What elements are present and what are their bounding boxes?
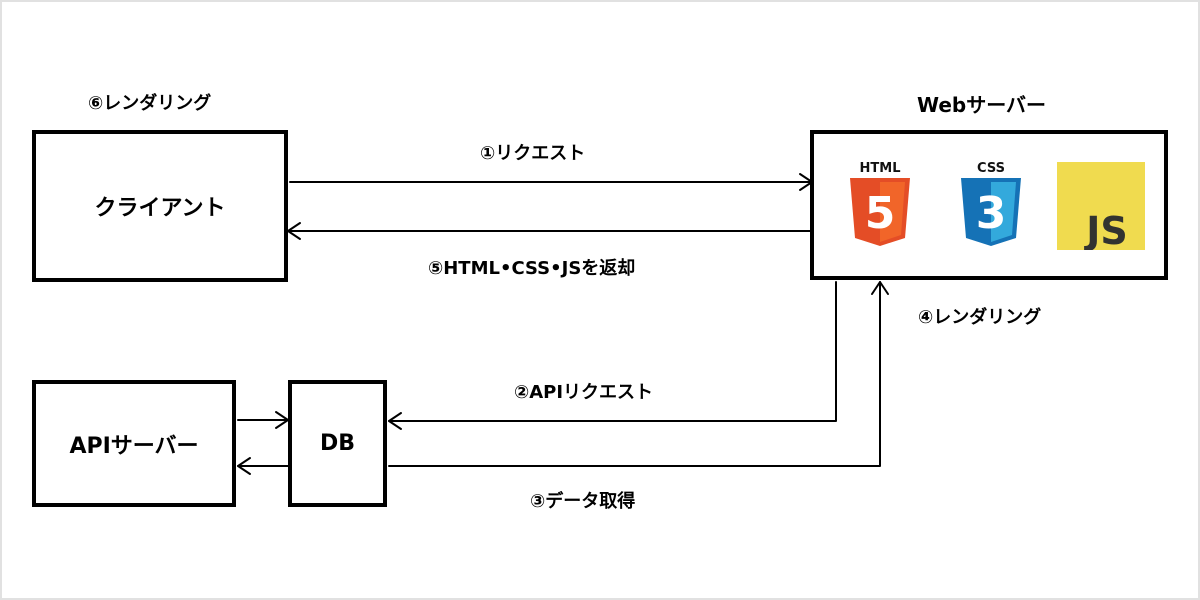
step-1-label: ①リクエスト xyxy=(480,143,586,164)
arrowhead-db-left-in xyxy=(275,411,289,429)
arrow-web-to-db xyxy=(388,281,837,422)
client-box: クライアント xyxy=(32,130,288,282)
html5-logo-number: 5 xyxy=(865,188,896,239)
step-6-label: ⑥レンダリング xyxy=(88,93,212,114)
api-server-box: APIサーバー xyxy=(32,380,236,507)
step-5-label: ⑤HTML•CSS•JSを返却 xyxy=(428,258,636,279)
js-logo-text: JS xyxy=(1083,209,1128,250)
arrowhead-db-in xyxy=(388,412,402,430)
arrowhead-api-in xyxy=(237,457,251,475)
db-box: DB xyxy=(288,380,387,507)
html5-logo-text: HTML xyxy=(860,161,901,176)
css3-logo-text: CSS xyxy=(977,161,1005,176)
db-label: DB xyxy=(319,431,356,456)
step-4-label: ④レンダリング xyxy=(918,307,1042,328)
client-label: クライアント xyxy=(94,196,226,221)
step-2-label: ②APIリクエスト xyxy=(514,382,654,403)
arrow-db-to-web xyxy=(388,281,881,467)
arrowhead-web-in xyxy=(799,173,813,191)
html5-logo: HTML 5 xyxy=(850,161,910,246)
css3-logo: CSS 3 xyxy=(961,161,1021,246)
arrowhead-web-bottom-in xyxy=(871,281,889,295)
step-3-label: ③データ取得 xyxy=(530,491,636,512)
css3-logo-number: 3 xyxy=(976,188,1007,239)
arrowhead-client-in xyxy=(287,222,301,240)
js-logo: JS xyxy=(1057,162,1145,250)
web-server-title: Webサーバー xyxy=(917,93,1047,117)
api-server-label: APIサーバー xyxy=(69,433,199,459)
